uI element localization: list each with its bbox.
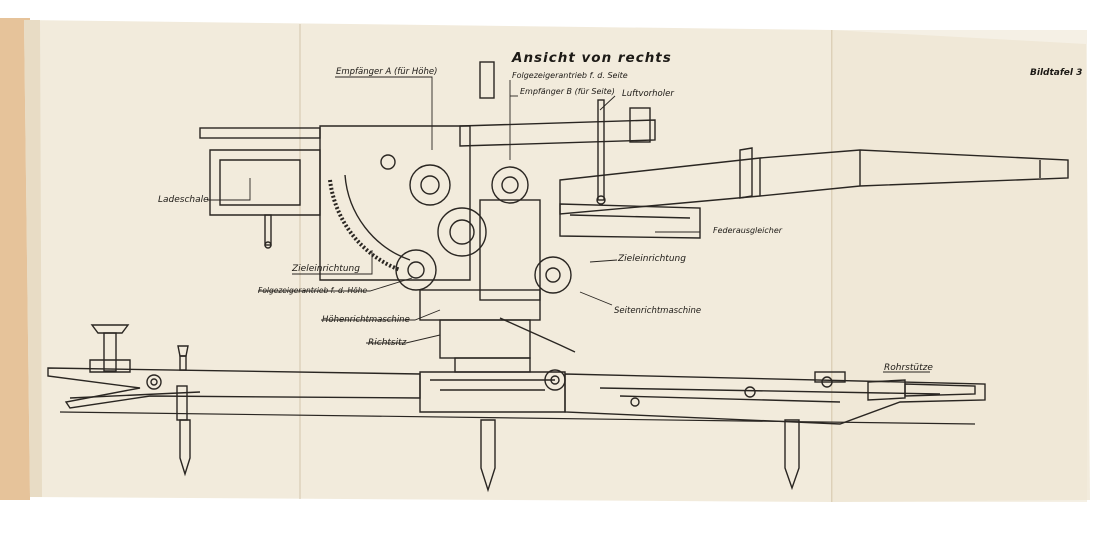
label-zieleinrichtung-left: Zieleinrichtung: [291, 264, 360, 274]
label-hoehenrichtmaschine: Höhenrichtmaschine: [322, 315, 410, 325]
gun-barrel: [199, 61, 1069, 359]
drawing-title: Ansicht von rechts: [511, 50, 672, 66]
foldout-panel: [832, 30, 1087, 502]
label-empfaenger-b: Empfänger B (für Seite): [520, 87, 615, 96]
label-luftvorholer: Luftvorholer: [622, 89, 674, 99]
label-richtsitz: Richtsitz: [368, 338, 407, 348]
label-empfaenger-a: Empfänger A (für Höhe): [336, 67, 437, 77]
label-folgezeiger-seite: Folgezeigerantrieb f. d. Seite: [512, 71, 628, 80]
label-rohrstuetze: Rohrstütze: [884, 363, 933, 373]
label-seitenrichtmaschine: Seitenrichtmaschine: [614, 306, 701, 316]
label-zieleinrichtung-right: Zieleinrichtung: [617, 254, 686, 264]
carriage: [47, 324, 986, 493]
label-ladeschale: Ladeschale: [158, 195, 209, 205]
label-folgezeiger-hoehe: Folgezeigerantrieb f. d. Höhe: [258, 286, 367, 295]
leader-lines: [207, 76, 930, 373]
label-federausgleicher: Federausgleicher: [713, 226, 783, 235]
paper-gutter-shadow: [24, 20, 42, 497]
plate-number: Bildtafel 3: [1030, 68, 1082, 78]
